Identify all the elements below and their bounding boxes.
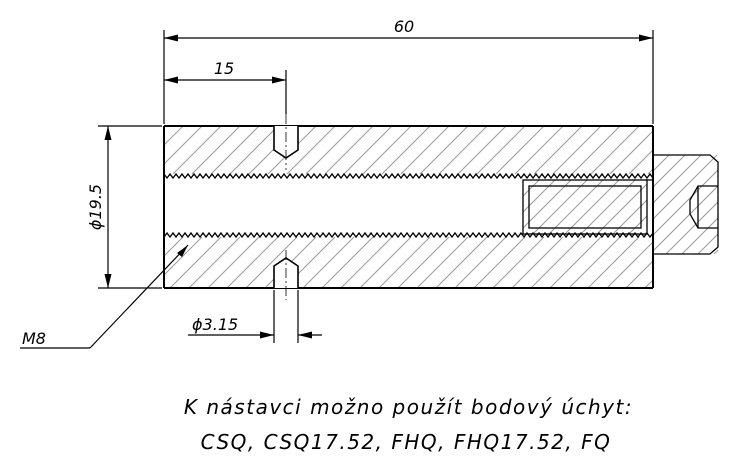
dimension-lines	[20, 30, 654, 349]
dimension-arrows	[104, 34, 653, 339]
section-hatching	[164, 126, 718, 288]
dim-hole-diameter: ϕ3.15	[192, 315, 238, 334]
part-outline	[163, 125, 654, 289]
note-line-2: CSQ, CSQ17.52, FHQ, FHQ17.52, FQ	[200, 430, 612, 454]
note-line-1: K nástavci možno použít bodový úchyt:	[183, 395, 634, 419]
dim-thread-callout: M8	[22, 329, 46, 348]
threaded-insert	[522, 179, 653, 235]
dim-hole-offset: 15	[214, 59, 234, 78]
dim-outer-diameter: ϕ19.5	[86, 184, 105, 230]
end-cap	[653, 154, 719, 255]
dim-overall-length: 60	[394, 17, 414, 36]
